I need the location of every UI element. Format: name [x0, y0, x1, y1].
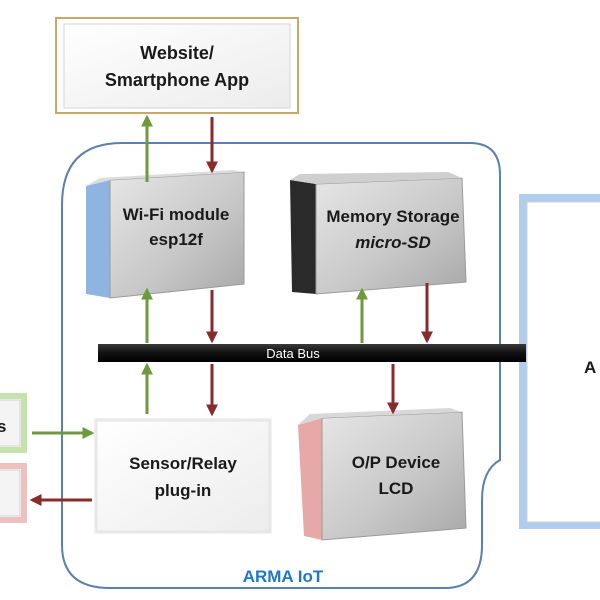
output-label-line1: O/P Device: [352, 453, 441, 472]
left-output-block: [0, 463, 27, 523]
connection-arrows: [29, 114, 433, 506]
output-device-box: O/P Device LCD: [298, 408, 467, 541]
wifi-module-box: Wi-Fi module esp12f: [86, 170, 245, 299]
wifi-label-line2: esp12f: [149, 230, 203, 249]
output-label-line2: LCD: [379, 479, 414, 498]
sensor-label-line1: Sensor/Relay: [129, 454, 237, 473]
right-block: A: [519, 194, 600, 529]
data-bus-label: Data Bus: [266, 346, 320, 361]
sensor-relay-box: Sensor/Relay plug-in: [94, 418, 272, 534]
wifi-label-line1: Wi-Fi module: [123, 205, 230, 224]
left-input-label: s: [0, 417, 6, 436]
arma-iot-boundary: [61, 142, 501, 589]
memory-label-line2: micro-SD: [355, 233, 431, 252]
arma-iot-label: ARMA IoT: [243, 567, 324, 586]
data-bus: Data Bus: [98, 344, 526, 362]
left-input-block: s: [0, 393, 27, 453]
memory-label-line1: Memory Storage: [326, 207, 459, 226]
website-label-line1: Website/: [140, 43, 214, 63]
sensor-label-line2: plug-in: [155, 481, 212, 500]
website-box: Website/ Smartphone App: [55, 17, 299, 114]
website-label-line2: Smartphone App: [105, 70, 249, 90]
right-block-label: A: [584, 358, 596, 377]
memory-storage-box: Memory Storage micro-SD: [290, 172, 467, 295]
